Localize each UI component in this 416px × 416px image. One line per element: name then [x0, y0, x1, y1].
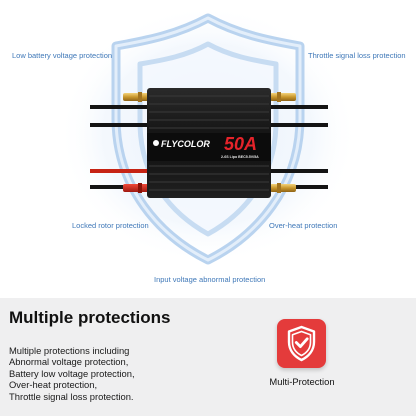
- throttle-signal-loss-label: Throttle signal loss protection: [308, 51, 406, 60]
- feature-section: Multiple protections Multiple protection…: [0, 298, 416, 416]
- description-line: Abnormal voltage protection,: [9, 356, 129, 368]
- bullet-connector-bottom-right: [270, 183, 296, 193]
- section-title: Multiple protections: [9, 308, 171, 327]
- low-battery-voltage-label: Low battery voltage protection: [12, 51, 113, 60]
- description-line: Over-heat protection,: [9, 379, 98, 391]
- description-line: Multiple protections including: [9, 345, 130, 356]
- locked-rotor-label: Locked rotor protection: [72, 221, 149, 230]
- product-diagram: FLYCOLOR 50A 2-6S Lipo BEC5.5V/5A Low ba…: [12, 10, 406, 284]
- description-line: Throttle signal loss protection.: [9, 390, 134, 402]
- badge-caption: Multi-Protection: [269, 376, 335, 387]
- section-description: Multiple protections including Abnormal …: [9, 345, 229, 402]
- description-line: Battery low voltage protection,: [9, 367, 135, 379]
- bullet-connector-bottom-left: [123, 183, 149, 193]
- esc-spec-text: 2-6S Lipo BEC5.5V/5A: [221, 155, 259, 159]
- shield-check-icon: [287, 325, 316, 362]
- bullet-connector-top-right: [270, 92, 296, 102]
- input-voltage-abnormal-label: Input voltage abnormal protection: [154, 275, 266, 284]
- esc-rating-text: 50A: [224, 134, 257, 154]
- protection-shield-graphic: FLYCOLOR 50A 2-6S Lipo BEC5.5V/5A: [58, 10, 358, 270]
- esc-brand-text: FLYCOLOR: [161, 139, 210, 149]
- bullet-connector-top-left: [123, 92, 149, 102]
- multi-protection-badge: [277, 319, 326, 368]
- over-heat-label: Over-heat protection: [269, 221, 338, 230]
